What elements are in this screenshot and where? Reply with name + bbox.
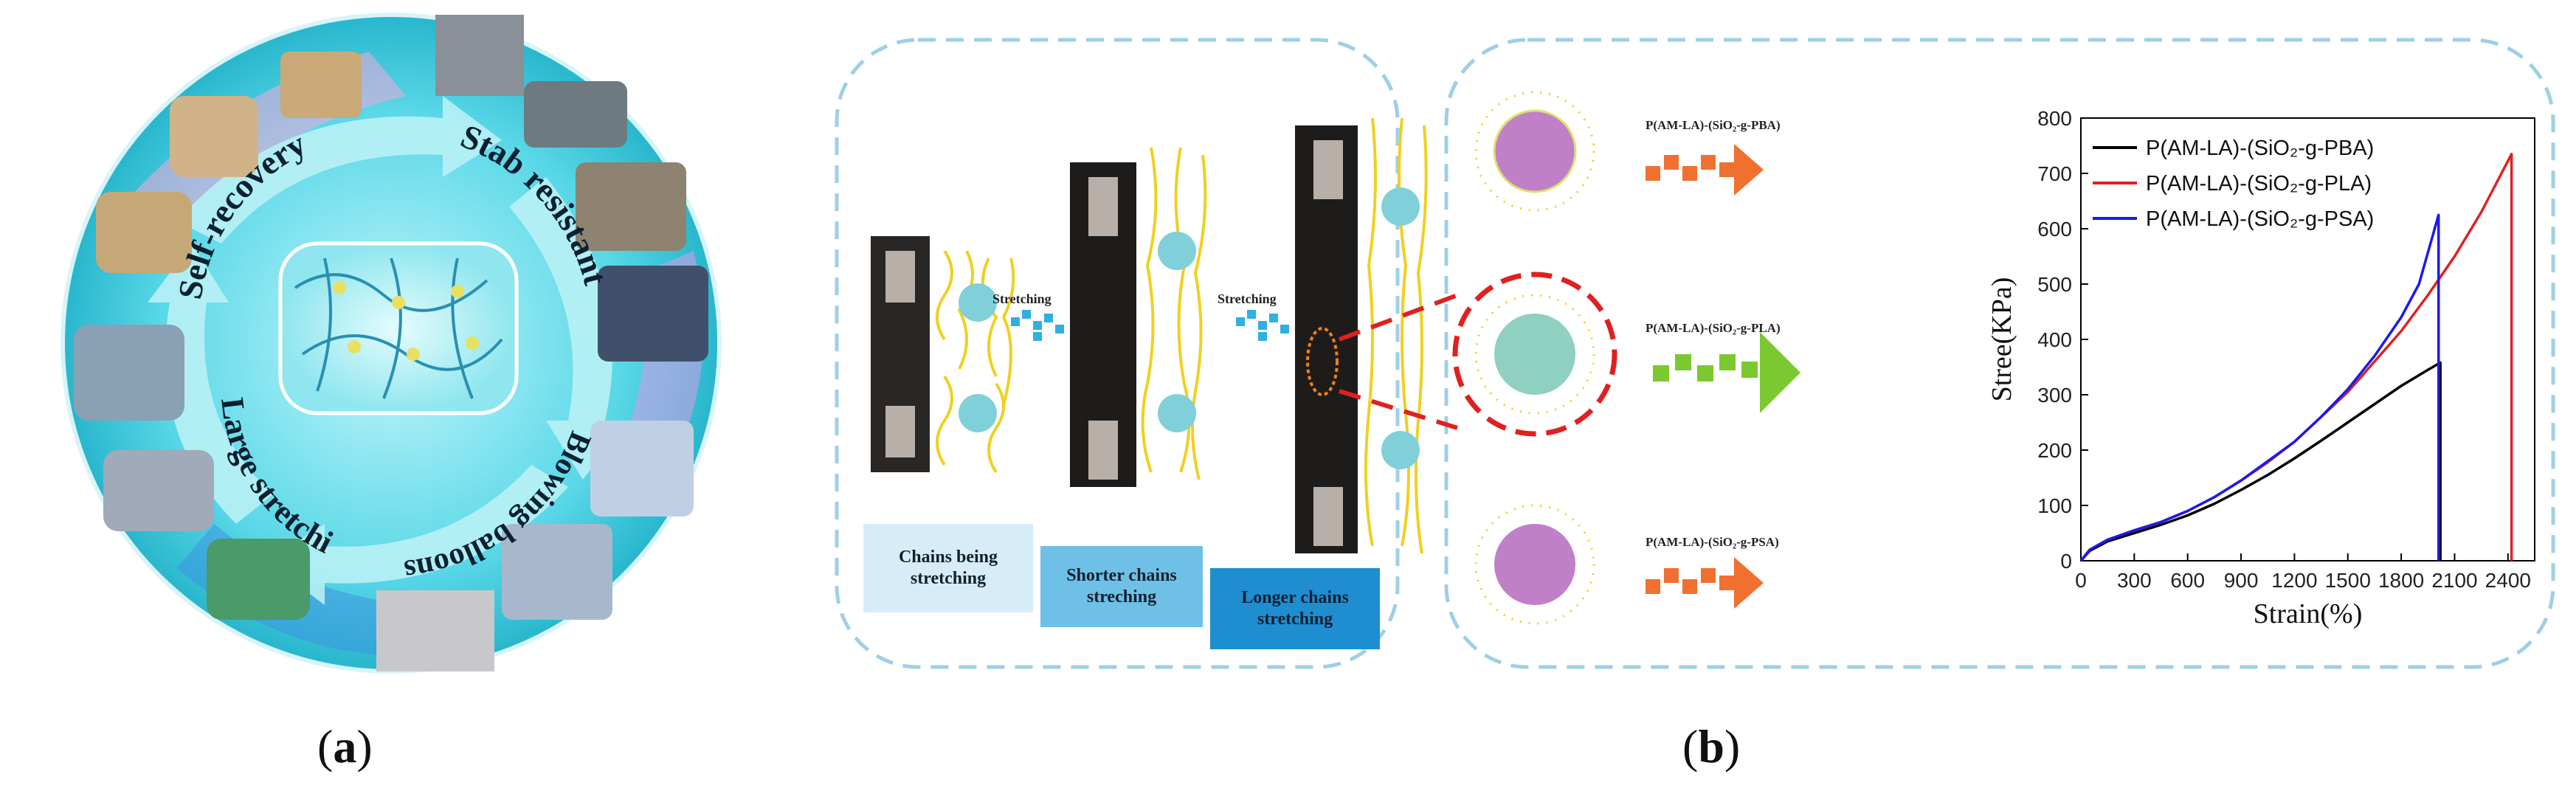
x-tick-label: 0: [2075, 569, 2087, 592]
y-tick-label: 500: [2037, 273, 2072, 296]
sphere: [1158, 394, 1196, 432]
photo-thumb: [502, 524, 612, 620]
nanoparticle-1: [1474, 91, 1595, 212]
photo-thumb: [590, 421, 694, 516]
block-arrow-2: [1653, 332, 1800, 413]
photo-thumb: [280, 52, 362, 118]
sphere: [1381, 431, 1420, 469]
legend-label-2: P(AM-LA)-(SiO₂-g-PLA): [2146, 172, 2372, 196]
y-axis-label: Stree(KPa): [1986, 277, 2017, 402]
network-nodes: [333, 281, 479, 361]
y-tick-label: 800: [2037, 107, 2072, 130]
photo-thumbnails: [74, 15, 708, 671]
series-line-1: [2079, 361, 2442, 562]
photo-thumb: [598, 266, 708, 362]
dashed-frame-right: [1444, 38, 2555, 669]
panel-a-graphic: Self-recovery Stab resistant Blowing bal…: [50, 0, 722, 674]
nanoparticle-label-psa: P(AM-LA)-(SiO₂-g-PSA): [1646, 535, 1779, 549]
sphere: [959, 283, 997, 322]
curved-arrow-left: [148, 243, 273, 524]
legend-label-3: P(AM-LA)-(SiO₂-g-PSA): [2146, 207, 2374, 231]
photo-thumb: [103, 450, 214, 531]
photo-thumb: [524, 81, 627, 148]
y-tick-label: 100: [2037, 494, 2072, 517]
curved-arrow-top: [177, 96, 502, 243]
network-chains: [294, 258, 503, 399]
zoom-ellipse: [1306, 327, 1339, 396]
stretching-label-2: Stretching: [1218, 291, 1277, 306]
central-hydrogel: [278, 241, 519, 415]
y-tick-label: 300: [2037, 384, 2072, 407]
block-arrow-3: [1646, 557, 1764, 609]
nanoparticle-label-pla: P(AM-LA)-(SiO₂-g-PLA): [1646, 321, 1781, 335]
curved-arrow-right: [509, 177, 627, 480]
x-tick-label: 600: [2170, 569, 2205, 592]
stretching-label-1: Stretching: [992, 291, 1052, 306]
x-tick-label: 1800: [2378, 569, 2424, 592]
x-tick-label: 1500: [2325, 569, 2371, 592]
photo-thumb: [435, 15, 524, 96]
series-line-3: [2079, 213, 2440, 562]
y-tick-label: 200: [2037, 439, 2072, 462]
chain-group-1: [936, 249, 1015, 474]
x-tick-label: 1200: [2271, 569, 2317, 592]
panel-label-a: (a): [317, 720, 373, 773]
pixel-arrow-1: [1011, 310, 1064, 341]
stress-strain-chart: 0 300 600 900 1200 1500 1800 2100 2400 0 100 200 300…: [1986, 107, 2535, 629]
photo-thumb: [207, 539, 310, 620]
panel-label-b: (b): [1682, 720, 1741, 773]
x-tick-label: 900: [2224, 569, 2259, 592]
block-arrow-1: [1646, 144, 1764, 196]
sphere: [959, 394, 997, 432]
sphere: [1158, 232, 1196, 270]
y-tick-label: 700: [2037, 162, 2072, 185]
photo-thumb: [74, 325, 184, 421]
pixel-arrow-2: [1236, 310, 1289, 341]
panel-b-frames: [835, 38, 2555, 669]
x-tick-label: 2400: [2485, 569, 2531, 592]
nanoparticle-3: [1474, 504, 1595, 625]
x-axis-label: Strain(%): [2254, 598, 2363, 629]
y-tick-label: 0: [2060, 550, 2072, 573]
photo-thumb: [96, 192, 192, 273]
zoom-line-bottom: [1339, 389, 1458, 430]
y-tick-label: 600: [2037, 218, 2072, 241]
panel-a: Self-recovery Stab resistant Blowing bal…: [50, 0, 723, 679]
photo-thumb: [170, 96, 258, 177]
legend-label-1: P(AM-LA)-(SiO₂-g-PBA): [2146, 137, 2374, 160]
nanoparticle-label-pba: P(AM-LA)-(SiO₂-g-PBA): [1646, 118, 1781, 132]
photo-thumb: [376, 590, 494, 671]
photo-thumb: [576, 162, 686, 251]
curved-arrow-bottom: [266, 465, 568, 605]
x-tick-label: 2100: [2431, 569, 2477, 592]
zoom-line-top: [1338, 293, 1459, 342]
y-tick-label: 400: [2037, 328, 2072, 351]
sphere: [1381, 187, 1420, 226]
nanoparticle-2: [1452, 272, 1617, 437]
x-tick-label: 300: [2117, 569, 2152, 592]
dashed-frame-left: [835, 38, 1400, 669]
